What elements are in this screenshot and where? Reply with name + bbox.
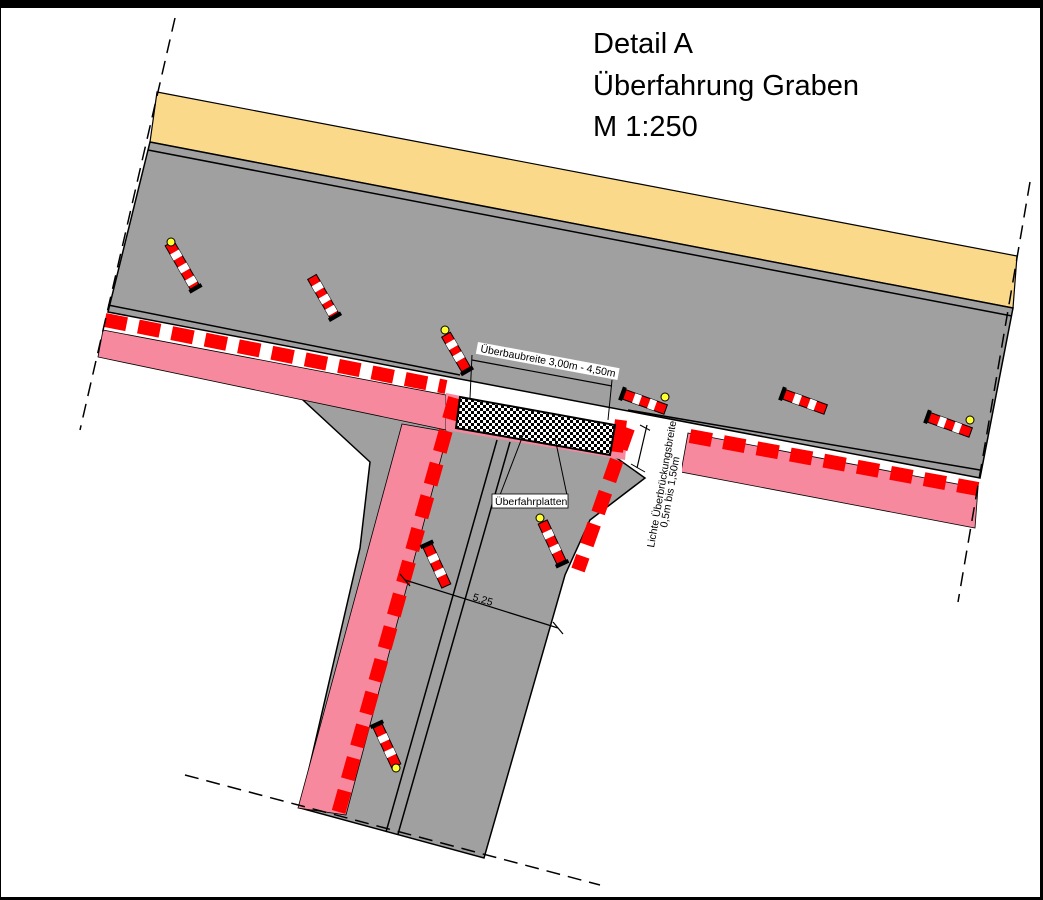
side-road-width-label: 5.25 <box>471 591 494 608</box>
overpass-plates <box>454 395 617 457</box>
road-edge-line <box>147 149 1013 317</box>
carriageway-edge-line <box>627 409 981 471</box>
warning-beacon-icon <box>419 539 452 589</box>
dimension-line <box>471 359 613 387</box>
warning-light-icon <box>391 763 401 773</box>
warning-light-icon <box>660 392 670 402</box>
label-box <box>475 342 620 381</box>
warning-light-icon <box>965 415 975 425</box>
detail-subtitle: Überfahrung Graben <box>593 70 859 102</box>
warning-beacon-icon <box>618 386 669 415</box>
dimension-line <box>404 579 559 629</box>
barrier-side-left <box>331 396 462 816</box>
detail-scale: M 1:250 <box>593 111 698 143</box>
barrier-main-left <box>103 313 448 394</box>
boundary-line <box>957 181 1031 603</box>
warning-beacon-icon <box>923 409 974 438</box>
boundary-line <box>79 17 176 431</box>
dimension-tick <box>630 463 646 473</box>
dimension-tick <box>552 621 564 635</box>
dimension-tick <box>469 354 473 399</box>
detail-title: Detail A <box>593 28 693 60</box>
warning-beacon-icon <box>537 519 570 569</box>
plates-label: Überfahrplatten <box>495 496 568 508</box>
dimension-tick <box>399 573 411 587</box>
dimension-line <box>636 424 648 469</box>
footway-right <box>680 432 979 529</box>
side-road-inner-line <box>397 441 511 835</box>
footway-side <box>297 423 449 816</box>
warning-light-icon <box>440 325 450 335</box>
warning-light-icon <box>535 513 545 523</box>
barrier-side-right <box>571 425 635 573</box>
warning-light-icon <box>166 237 176 247</box>
warning-beacon-icon <box>164 240 203 294</box>
barrier-bridge-right <box>611 419 627 453</box>
carriageway-edge-line <box>107 304 461 376</box>
dimension-tick <box>607 379 613 421</box>
warning-beacon-icon <box>778 386 829 415</box>
label-box <box>491 493 569 509</box>
barrier-main-right <box>688 429 980 496</box>
leader-line <box>499 429 526 496</box>
warning-beacon-icon <box>306 273 343 323</box>
leader-line <box>554 437 569 501</box>
warning-beacon-icon <box>440 331 475 377</box>
label-box <box>650 430 682 550</box>
boundary-line <box>184 774 601 886</box>
side-road-inner-line <box>385 439 498 833</box>
